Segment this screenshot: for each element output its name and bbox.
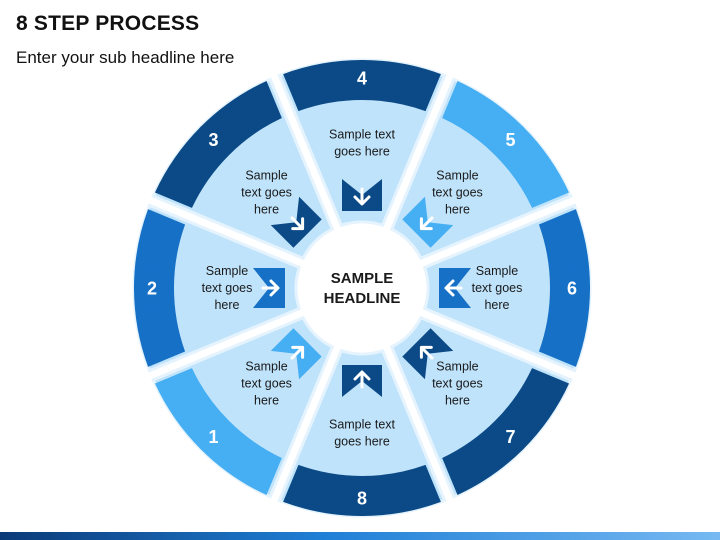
- step-7-segment: 7 Sample text goes here: [389, 315, 573, 499]
- step-8-arrow-icon: [342, 365, 382, 397]
- step-5-text-line-1: Sample: [436, 169, 478, 183]
- step-8-text-line-1: Sample text: [329, 418, 396, 432]
- step-6-text-line-3: here: [484, 298, 509, 312]
- center-headline-line-2: HEADLINE: [324, 290, 401, 307]
- step-1-text-line-1: Sample: [245, 359, 287, 373]
- step-8-number: 8: [357, 489, 367, 509]
- page-subtitle: Enter your sub headline here: [16, 48, 235, 67]
- step-2-text-line-3: here: [214, 298, 239, 312]
- step-7-text-line-1: Sample: [436, 359, 478, 373]
- step-8-segment: 8 Sample text goes here: [277, 348, 447, 518]
- step-7-text-line-3: here: [445, 393, 470, 407]
- step-3-text-line-3: here: [254, 203, 279, 217]
- step-1-number: 1: [208, 427, 218, 447]
- step-7-text-line-2: text goes: [432, 376, 483, 390]
- step-1-badge: [195, 418, 232, 455]
- step-4-badge: [344, 60, 380, 96]
- step-2-text-line-1: Sample: [206, 264, 248, 278]
- step-6-number: 6: [567, 279, 577, 299]
- step-6-arrow-icon: [439, 268, 471, 308]
- step-1-segment: 1 Sample text goes here: [151, 315, 335, 499]
- step-2-badge: [134, 270, 170, 306]
- center-headline-line-1: SAMPLE: [331, 270, 394, 287]
- step-1-text-line-2: text goes: [241, 376, 292, 390]
- step-2-number: 2: [147, 279, 157, 299]
- step-1-arrow-icon: [270, 328, 322, 380]
- step-5-text-line-2: text goes: [432, 186, 483, 200]
- step-3-badge: [195, 121, 232, 158]
- step-5-arrow-icon: [402, 196, 454, 248]
- bottom-accent-bar: [0, 532, 720, 540]
- step-2-arrow-icon: [253, 268, 285, 308]
- step-6-badge: [554, 270, 590, 306]
- page-title: 8 STEP PROCESS: [16, 12, 200, 35]
- step-3-arrow-icon: [270, 196, 322, 248]
- step-4-text-line-2: goes here: [334, 145, 390, 159]
- step-3-number: 3: [208, 130, 218, 150]
- step-4-number: 4: [357, 69, 367, 89]
- step-5-text-line-3: here: [445, 203, 470, 217]
- step-3-text-line-2: text goes: [241, 186, 292, 200]
- step-5-badge: [492, 121, 529, 158]
- step-6-text-line-2: text goes: [472, 281, 523, 295]
- step-1-text-line-3: here: [254, 393, 279, 407]
- step-4-text-line-1: Sample text: [329, 128, 396, 142]
- step-8-badge: [344, 480, 380, 516]
- step-6-text-line-1: Sample: [476, 264, 518, 278]
- step-4-arrow-icon: [342, 179, 382, 211]
- step-8-text-line-2: goes here: [334, 435, 390, 449]
- step-2-text-line-2: text goes: [202, 281, 253, 295]
- step-7-arrow-icon: [402, 328, 454, 380]
- step-3-text-line-1: Sample: [245, 169, 287, 183]
- step-5-number: 5: [505, 130, 515, 150]
- step-7-badge: [492, 418, 529, 455]
- step-7-number: 7: [505, 427, 515, 447]
